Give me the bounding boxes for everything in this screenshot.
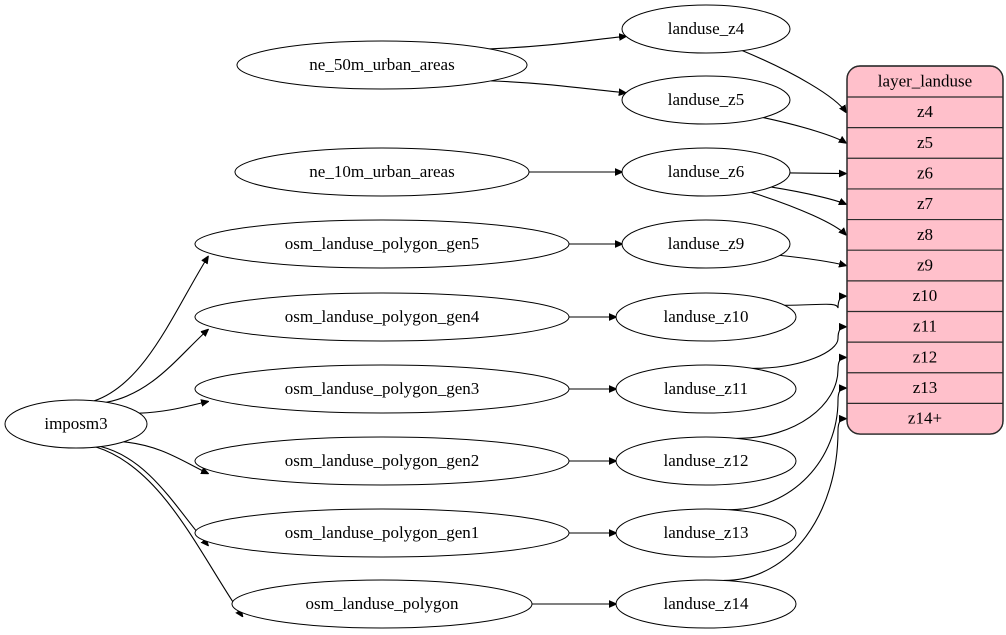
record-node-layer: layer_landuse z4 z5 z6 z7 z8 z9 z10 z11 z12 z13 z14…: [846, 65, 1004, 435]
graph-node-osm_landuse_polygon[interactable]: osm_landuse_polygon: [231, 579, 533, 629]
edge-landuse_z5-to-layer_landuse-z5: [763, 117, 846, 143]
node-shape: [194, 219, 570, 269]
edge-landuse_z4-to-layer_landuse-z4: [742, 50, 846, 113]
node-label: landuse_z10: [664, 307, 749, 326]
graph-node-osm_landuse_polygon_gen5[interactable]: osm_landuse_polygon_gen5: [194, 219, 570, 269]
edge-landuse_z13-to-layer_landuse-z13: [728, 388, 846, 511]
graph-node-osm_landuse_polygon_gen4[interactable]: osm_landuse_polygon_gen4: [194, 292, 570, 342]
node-shape: [621, 4, 791, 54]
graph-node-osm_landuse_polygon_gen1[interactable]: osm_landuse_polygon_gen1: [194, 508, 570, 558]
node-label: osm_landuse_polygon_gen2: [285, 451, 480, 470]
record-row-z4[interactable]: z4: [917, 102, 934, 121]
record-row-z12[interactable]: z12: [913, 347, 938, 366]
edge-landuse_z14-to-layer_landuse-z14+: [723, 419, 846, 582]
graph-node-ne_10m_urban_areas[interactable]: ne_10m_urban_areas: [234, 147, 530, 197]
node-label: imposm3: [44, 414, 107, 433]
node-shape: [234, 147, 530, 197]
node-label: landuse_z4: [668, 19, 745, 38]
edge-imposm3-to-osm_landuse_polygon_gen4: [106, 329, 208, 403]
record-outline: [846, 65, 1004, 435]
node-label: osm_landuse_polygon_gen3: [285, 379, 480, 398]
edge-landuse_z6-to-layer_landuse-z8: [750, 191, 846, 235]
edge-imposm3-to-osm_landuse_polygon_gen1: [100, 445, 208, 546]
record-row-z9[interactable]: z9: [917, 255, 933, 274]
record-node-layer_landuse[interactable]: layer_landuse z4 z5 z6 z7 z8 z9 z10 z11 z12 z13 z14…: [846, 65, 1004, 435]
node-shape: [621, 75, 791, 125]
edge-imposm3-to-osm_landuse_polygon_gen2: [123, 441, 209, 474]
nodes-layer: imposm3 ne_50m_urban_areas ne_10m_urban_ar…: [4, 4, 797, 629]
edge-ne_50m_urban_areas-to-landuse_z4: [489, 36, 626, 50]
node-label: ne_50m_urban_areas: [309, 55, 454, 74]
node-shape: [615, 364, 797, 414]
graph-node-landuse_z10[interactable]: landuse_z10: [615, 292, 797, 342]
edge-ne_50m_urban_areas-to-landuse_z5: [490, 80, 626, 93]
node-label: osm_landuse_polygon_gen1: [285, 523, 480, 542]
node-label: osm_landuse_polygon_gen4: [285, 307, 480, 326]
node-shape: [231, 579, 533, 629]
edge-landuse_z6-to-layer_landuse-z7: [771, 186, 846, 204]
graph-node-osm_landuse_polygon_gen2[interactable]: osm_landuse_polygon_gen2: [194, 436, 570, 486]
graph-node-imposm3[interactable]: imposm3: [4, 399, 148, 449]
node-label: landuse_z12: [664, 451, 749, 470]
edge-landuse_z9-to-layer_landuse-z9: [779, 254, 846, 265]
node-shape: [194, 364, 570, 414]
edge-imposm3-to-osm_landuse_polygon: [95, 446, 243, 616]
node-shape: [615, 292, 797, 342]
edge-landuse_z6-to-layer_landuse-z6: [789, 173, 846, 174]
edge-imposm3-to-osm_landuse_polygon_gen3: [139, 401, 208, 414]
node-shape: [236, 40, 528, 90]
record-row-z5[interactable]: z5: [917, 133, 933, 152]
node-label: landuse_z14: [664, 594, 749, 613]
node-shape: [615, 579, 797, 629]
node-shape: [194, 292, 570, 342]
graph-node-landuse_z13[interactable]: landuse_z13: [615, 508, 797, 558]
record-row-z8[interactable]: z8: [917, 225, 933, 244]
node-label: landuse_z9: [668, 234, 744, 253]
node-shape: [621, 147, 791, 197]
record-row-z13[interactable]: z13: [913, 378, 938, 397]
node-shape: [194, 436, 570, 486]
record-header-label: layer_landuse: [878, 71, 972, 90]
record-row-z14+[interactable]: z14+: [908, 409, 942, 428]
record-row-z7[interactable]: z7: [917, 194, 934, 213]
node-shape: [194, 508, 570, 558]
edge-landuse_z11-to-layer_landuse-z11: [752, 327, 846, 369]
node-label: osm_landuse_polygon: [306, 594, 459, 613]
node-label: ne_10m_urban_areas: [309, 162, 454, 181]
node-shape: [615, 508, 797, 558]
edges-layer: [94, 36, 846, 616]
graph-node-landuse_z11[interactable]: landuse_z11: [615, 364, 797, 414]
edge-landuse_z12-to-layer_landuse-z12: [736, 357, 846, 439]
node-label: osm_landuse_polygon_gen5: [285, 234, 480, 253]
node-label: landuse_z5: [668, 90, 744, 109]
edge-imposm3-to-osm_landuse_polygon_gen5: [94, 256, 208, 402]
graph-node-landuse_z4[interactable]: landuse_z4: [621, 4, 791, 54]
graph-node-landuse_z12[interactable]: landuse_z12: [615, 436, 797, 486]
node-shape: [4, 399, 148, 449]
node-shape: [621, 219, 791, 269]
graph-node-osm_landuse_polygon_gen3[interactable]: osm_landuse_polygon_gen3: [194, 364, 570, 414]
record-row-z11[interactable]: z11: [913, 317, 937, 336]
record-row-z10[interactable]: z10: [913, 286, 938, 305]
node-label: landuse_z6: [668, 162, 744, 181]
edge-landuse_z10-to-layer_landuse-z10: [784, 296, 846, 309]
node-label: landuse_z13: [664, 523, 749, 542]
graph-node-landuse_z5[interactable]: landuse_z5: [621, 75, 791, 125]
graph-node-landuse_z9[interactable]: landuse_z9: [621, 219, 791, 269]
node-label: landuse_z11: [664, 379, 748, 398]
graph-node-landuse_z6[interactable]: landuse_z6: [621, 147, 791, 197]
node-shape: [615, 436, 797, 486]
record-row-z6[interactable]: z6: [917, 164, 933, 183]
graph-node-landuse_z14[interactable]: landuse_z14: [615, 579, 797, 629]
graph-node-ne_50m_urban_areas[interactable]: ne_50m_urban_areas: [236, 40, 528, 90]
